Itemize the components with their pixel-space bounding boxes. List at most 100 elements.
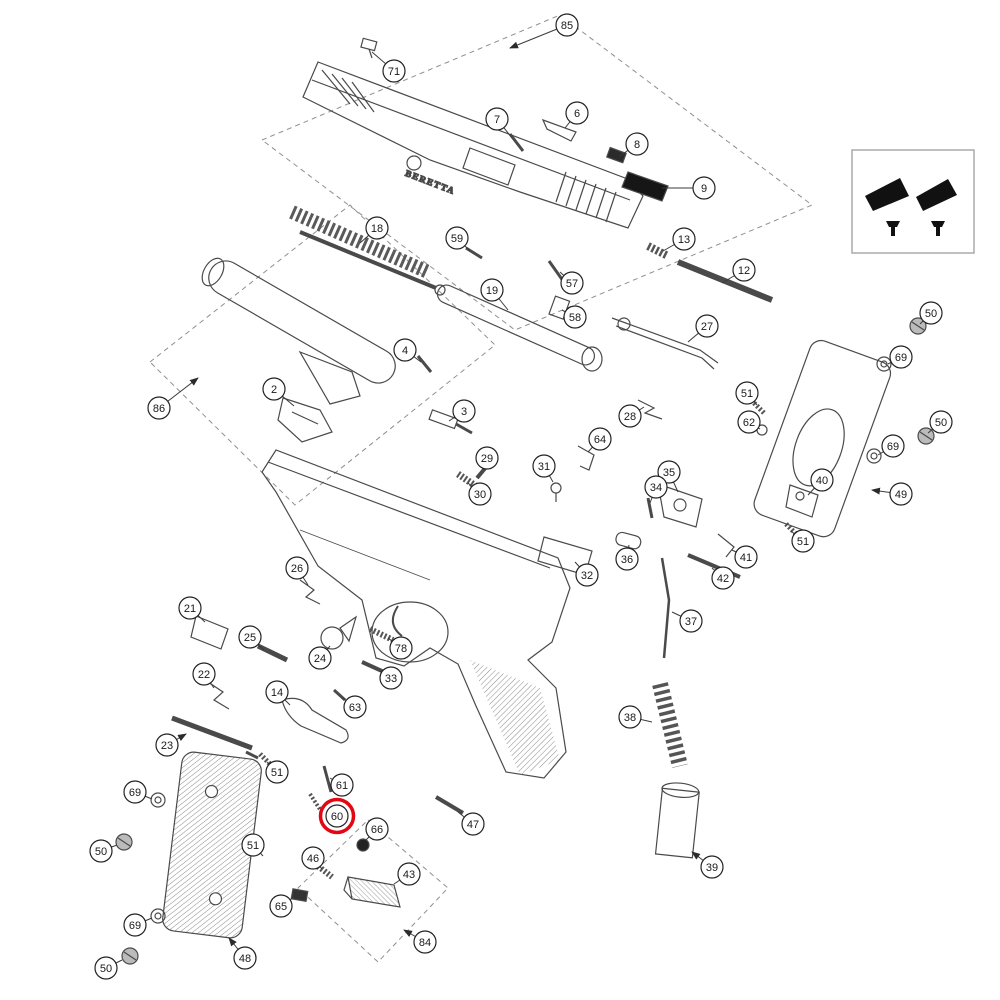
callout-13[interactable]: 13	[672, 227, 696, 251]
callout-circle	[672, 227, 696, 251]
callout-23[interactable]: 23	[155, 733, 179, 757]
callout-35[interactable]: 35	[657, 460, 681, 484]
front-sight-drawing	[360, 37, 378, 52]
rear-sight-drawing	[621, 171, 669, 202]
callout-number: 6	[574, 108, 580, 120]
callout-circle	[452, 399, 476, 423]
callout-21[interactable]: 21	[178, 596, 202, 620]
callout-circle	[565, 101, 589, 125]
callout-57[interactable]: 57	[560, 271, 584, 295]
callout-50[interactable]: 50	[929, 410, 953, 434]
callout-60[interactable]: 60	[318, 797, 356, 835]
callout-51[interactable]: 51	[241, 833, 265, 857]
callout-36[interactable]: 36	[615, 547, 639, 571]
callout-42[interactable]: 42	[711, 566, 735, 590]
callout-48[interactable]: 48	[233, 946, 257, 970]
callout-29[interactable]: 29	[475, 446, 499, 470]
callout-59[interactable]: 59	[445, 226, 469, 250]
callout-69[interactable]: 69	[881, 434, 905, 458]
callout-2[interactable]: 2	[262, 377, 286, 401]
callout-51[interactable]: 51	[735, 381, 759, 405]
callout-31[interactable]: 31	[532, 454, 556, 478]
callout-33[interactable]: 33	[379, 666, 403, 690]
fire-control-parts-drawing	[456, 445, 819, 659]
inset-base-plate-right	[916, 179, 957, 211]
callout-circle	[265, 760, 289, 784]
callout-66[interactable]: 66	[365, 817, 389, 841]
callout-86[interactable]: 86	[147, 396, 171, 420]
slide-stop-drawing	[611, 317, 768, 436]
callout-30[interactable]: 30	[468, 482, 492, 506]
callout-19[interactable]: 19	[480, 278, 504, 302]
callout-number: 8	[634, 139, 640, 151]
callout-34[interactable]: 34	[644, 475, 668, 499]
callout-circle	[615, 547, 639, 571]
callout-circle	[575, 563, 599, 587]
callout-number: 66	[371, 824, 383, 836]
callout-18[interactable]: 18	[365, 216, 389, 240]
callout-number: 38	[624, 712, 636, 724]
barrel-drawing	[436, 284, 603, 372]
callout-28[interactable]: 28	[618, 404, 642, 428]
callout-65[interactable]: 65	[269, 894, 293, 918]
callout-51[interactable]: 51	[265, 760, 289, 784]
callout-50[interactable]: 50	[94, 956, 118, 980]
callout-37[interactable]: 37	[679, 609, 703, 633]
callout-85[interactable]: 85	[555, 13, 579, 37]
callout-8[interactable]: 8	[625, 132, 649, 156]
callout-69[interactable]: 69	[123, 913, 147, 937]
callout-69[interactable]: 69	[123, 780, 147, 804]
callout-26[interactable]: 26	[285, 556, 309, 580]
callout-40[interactable]: 40	[810, 468, 834, 492]
callout-number: 64	[594, 434, 606, 446]
callout-circle	[618, 404, 642, 428]
callout-circle	[192, 662, 216, 686]
callout-38[interactable]: 38	[618, 705, 642, 729]
callout-49[interactable]: 49	[889, 482, 913, 506]
callout-circle	[233, 946, 257, 970]
callout-7[interactable]: 7	[485, 107, 509, 131]
callout-61[interactable]: 61	[330, 773, 354, 797]
callout-64[interactable]: 64	[588, 427, 612, 451]
callout-25[interactable]: 25	[238, 625, 262, 649]
callout-51[interactable]: 51	[791, 529, 815, 553]
callout-43[interactable]: 43	[397, 862, 421, 886]
callout-4[interactable]: 4	[393, 338, 417, 362]
callout-number: 51	[247, 840, 259, 852]
callout-39[interactable]: 39	[700, 855, 724, 879]
inset-base-plate-left	[865, 178, 909, 211]
callout-circle	[929, 410, 953, 434]
callout-63[interactable]: 63	[343, 695, 367, 719]
callout-22[interactable]: 22	[192, 662, 216, 686]
callout-number: 50	[925, 308, 937, 320]
callout-14[interactable]: 14	[265, 680, 289, 704]
callout-9[interactable]: 9	[692, 176, 716, 200]
callout-3[interactable]: 3	[452, 399, 476, 423]
callout-number: 69	[887, 441, 899, 453]
callout-circle	[618, 705, 642, 729]
callout-24[interactable]: 24	[308, 646, 332, 670]
callout-69[interactable]: 69	[889, 345, 913, 369]
callout-46[interactable]: 46	[301, 846, 325, 870]
callout-84[interactable]: 84	[413, 930, 437, 954]
callout-circle	[178, 596, 202, 620]
callout-58[interactable]: 58	[563, 305, 587, 329]
callout-50[interactable]: 50	[89, 839, 113, 863]
callout-71[interactable]: 71	[382, 59, 406, 83]
callout-6[interactable]: 6	[565, 101, 589, 125]
slide-group-box	[261, 14, 813, 331]
callout-50[interactable]: 50	[919, 301, 943, 325]
callout-circle	[555, 13, 579, 37]
callout-number: 57	[566, 278, 578, 290]
callout-number: 69	[129, 787, 141, 799]
callout-number: 69	[129, 920, 141, 932]
callout-27[interactable]: 27	[695, 314, 719, 338]
callout-62[interactable]: 62	[737, 410, 761, 434]
callout-78[interactable]: 78	[389, 636, 413, 660]
callout-41[interactable]: 41	[734, 545, 758, 569]
barrel-tube-drawing	[201, 257, 473, 443]
callout-number: 85	[561, 20, 573, 32]
callout-47[interactable]: 47	[461, 812, 485, 836]
callout-12[interactable]: 12	[732, 258, 756, 282]
callout-32[interactable]: 32	[575, 563, 599, 587]
